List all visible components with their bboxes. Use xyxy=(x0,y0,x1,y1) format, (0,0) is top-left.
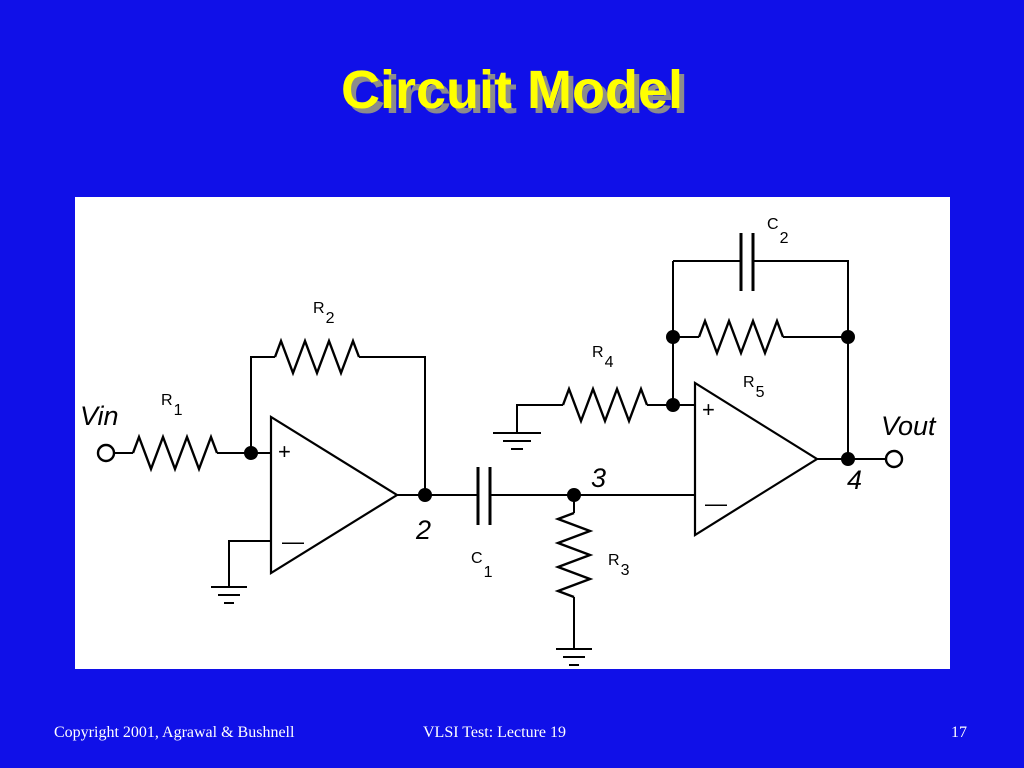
r3-label: R3 xyxy=(608,552,630,579)
opamp1-plus-sign: + xyxy=(278,439,291,464)
r1-label: R1 xyxy=(161,392,183,419)
slide-title: Circuit Model xyxy=(340,60,683,120)
vin-terminal xyxy=(96,443,116,463)
node-2-label: 2 xyxy=(415,515,431,545)
r5-label: R5 xyxy=(743,374,765,401)
vout-label: Vout xyxy=(881,411,937,441)
resistor-r1 xyxy=(131,433,219,473)
node-4-dot xyxy=(841,452,855,466)
resistor-r2 xyxy=(273,337,361,377)
footer-page-number: 17 xyxy=(951,724,967,741)
vout-terminal xyxy=(884,449,904,469)
footer-lecture: VLSI Test: Lecture 19 xyxy=(423,724,566,741)
resistor-r5 xyxy=(697,317,785,357)
opamp1-minus-sign: — xyxy=(282,529,304,554)
opamp2-plus-sign: + xyxy=(702,397,715,422)
node-3-label: 3 xyxy=(591,463,606,493)
c1-label: C1 xyxy=(471,550,493,581)
c2-label: C2 xyxy=(767,216,789,247)
r4-label: R4 xyxy=(592,344,614,371)
circuit-diagram-panel: + — + — Vin Vout R1 R2 R3 R4 R5 C1 xyxy=(75,197,950,669)
footer-copyright: Copyright 2001, Agrawal & Bushnell xyxy=(54,724,295,741)
wire-opamp1-minus-ground xyxy=(228,540,271,587)
node-4-label: 4 xyxy=(847,465,862,495)
wire-c2-right xyxy=(753,260,849,459)
circuit-diagram: + — + — Vin Vout R1 R2 R3 R4 R5 C1 xyxy=(80,216,937,666)
opamp-2 xyxy=(693,381,820,537)
wire-ground-r4 xyxy=(516,404,563,433)
opamp-1 xyxy=(269,415,400,575)
resistor-r3 xyxy=(554,511,594,599)
r2-label: R2 xyxy=(313,300,335,327)
resistor-r4 xyxy=(561,385,649,425)
opamp2-minus-sign: — xyxy=(705,491,727,516)
vin-label: Vin xyxy=(80,401,119,431)
wire-r2-left xyxy=(250,356,275,453)
wire-r2-right xyxy=(359,356,426,495)
node-2-dot xyxy=(418,488,432,502)
